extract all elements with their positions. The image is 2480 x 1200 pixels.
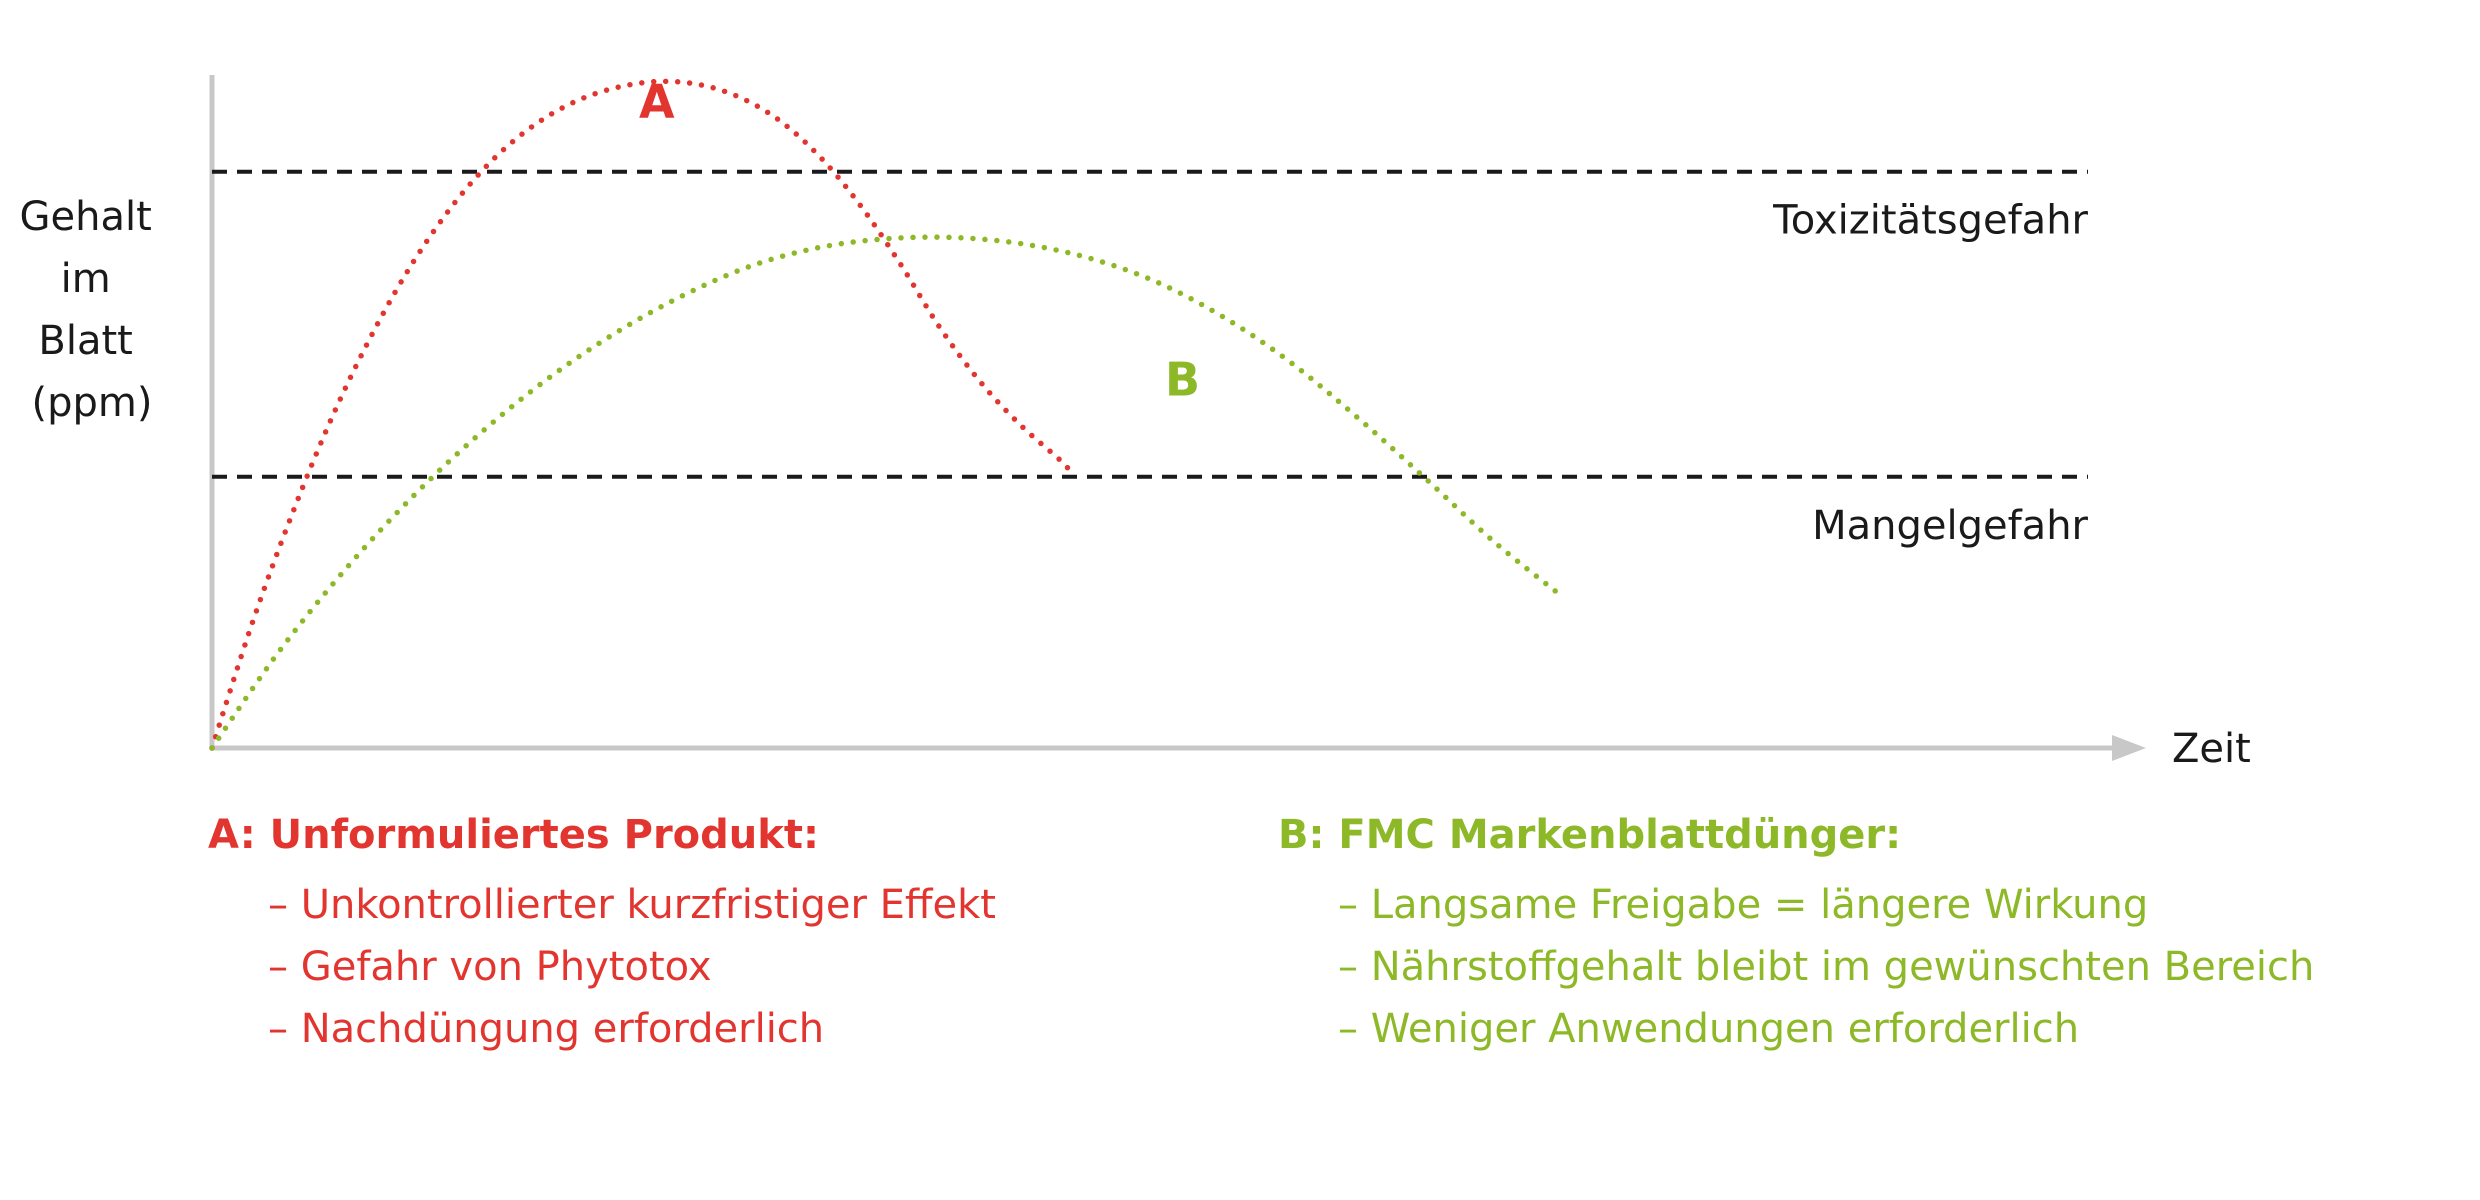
legend-b-title: FMC Markenblattdünger: — [1338, 812, 1902, 858]
legend-b-prefix: B: — [1278, 812, 1325, 858]
threshold-label-toxicity: Toxizitätsgefahr — [1772, 198, 2088, 244]
y-axis-label-line: Gehalt — [20, 194, 152, 240]
legend-a-list: – Unkontrollierter kurzfristiger Effekt … — [208, 874, 996, 1060]
threshold-lines — [212, 169, 2088, 479]
threshold-label-deficiency: Mangelgefahr — [1812, 503, 2088, 549]
legend-b-item: – Weniger Anwendungen erforderlich — [1338, 1006, 2080, 1052]
legend-a-heading: A: Unformuliertes Produkt: — [208, 812, 996, 858]
legend-a-item: – Unkontrollierter kurzfristiger Effekt — [268, 882, 996, 928]
legend-product-a: A: Unformuliertes Produkt: – Unkontrolli… — [208, 812, 996, 1060]
y-axis-label-line: Blatt — [38, 318, 132, 364]
legend-b-heading: B: FMC Markenblattdünger: — [1278, 812, 2314, 858]
x-axis-arrow-icon — [2112, 735, 2146, 761]
series-line-a — [209, 78, 1078, 751]
y-axis-label: Gehalt im Blatt (ppm) — [20, 194, 165, 426]
legend-b-list: – Langsame Freigabe = längere Wirkung – … — [1278, 874, 2314, 1060]
legend-b-item: – Langsame Freigabe = längere Wirkung — [1338, 882, 2149, 928]
legend-a-title: Unformuliertes Produkt: — [269, 812, 819, 858]
legend-product-b: B: FMC Markenblattdünger: – Langsame Fre… — [1278, 812, 2314, 1060]
legend-a-item: – Nachdüngung erforderlich — [268, 1006, 825, 1052]
curve-label-b: B — [1165, 352, 1200, 406]
y-axis-label-line: (ppm) — [32, 380, 153, 426]
legend-a-prefix: A: — [208, 812, 256, 858]
legend-a-item: – Gefahr von Phytotox — [268, 944, 712, 990]
series-line-b — [209, 234, 1563, 751]
x-axis-label: Zeit — [2172, 726, 2251, 772]
series-layer — [209, 78, 1563, 751]
legend-b-item: – Nährstoffgehalt bleibt im gewünschten … — [1338, 944, 2315, 990]
y-axis-label-line: im — [61, 256, 111, 302]
curve-label-a: A — [639, 74, 675, 128]
